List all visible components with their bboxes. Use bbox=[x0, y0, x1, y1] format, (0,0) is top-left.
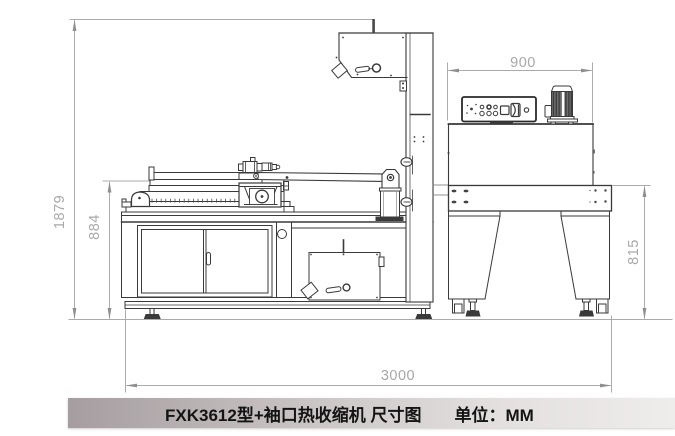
bay-lever bbox=[325, 286, 342, 294]
sealer-machine bbox=[120, 19, 449, 319]
tunnel-control-panel bbox=[461, 96, 537, 124]
tunnel-bed bbox=[447, 184, 613, 212]
dim-overall-height: 1879 bbox=[52, 195, 68, 229]
panel-led-cluster bbox=[466, 103, 477, 115]
dim-work-height: 884 bbox=[87, 214, 103, 240]
tunnel-legs bbox=[448, 210, 610, 317]
cabinet-doors bbox=[137, 225, 273, 298]
dim-tunnel-length: 900 bbox=[510, 55, 536, 71]
tilted-plate bbox=[300, 281, 319, 300]
sealing-conveyor bbox=[121, 157, 404, 221]
film-roll-plate bbox=[330, 62, 349, 79]
caption-title: FXK3612型+袖口热收缩机 尺寸图 bbox=[165, 405, 422, 425]
panel-buttons bbox=[479, 104, 499, 117]
door-handle bbox=[206, 252, 211, 266]
roller-cover bbox=[121, 191, 151, 208]
dimension-arrows bbox=[72, 19, 647, 388]
dim-overall-length: 3000 bbox=[381, 368, 415, 384]
pulley-housing bbox=[238, 182, 282, 208]
dimension-labels: 1879 884 3000 900 815 bbox=[52, 55, 642, 384]
arm-pivot-pedestal bbox=[375, 168, 404, 221]
sealer-feet bbox=[143, 308, 433, 319]
tunnel-casters-feet bbox=[452, 298, 609, 317]
dimension-lines bbox=[68, 19, 673, 393]
tunnel-motor bbox=[544, 85, 578, 125]
clamp-levers bbox=[400, 157, 413, 207]
sealer-cabinet bbox=[120, 211, 434, 319]
film-column bbox=[330, 19, 434, 303]
panel-pilot-light bbox=[523, 107, 530, 113]
swing-arm bbox=[253, 171, 389, 183]
caption-bar: FXK3612型+袖口热收缩机 尺寸图 单位：MM bbox=[68, 398, 675, 428]
post-hole bbox=[277, 229, 287, 239]
tunnel-body bbox=[447, 123, 595, 187]
film-dispenser-head bbox=[330, 19, 434, 79]
bed-bolts bbox=[451, 189, 607, 204]
panel-knob bbox=[510, 102, 521, 118]
shrink-tunnel bbox=[447, 85, 613, 317]
head-lever bbox=[355, 65, 370, 73]
dim-tunnel-height: 815 bbox=[626, 239, 642, 265]
panel-display bbox=[499, 105, 510, 116]
caption-unit-label: 单位：MM bbox=[454, 405, 534, 425]
burner-box bbox=[308, 252, 381, 301]
